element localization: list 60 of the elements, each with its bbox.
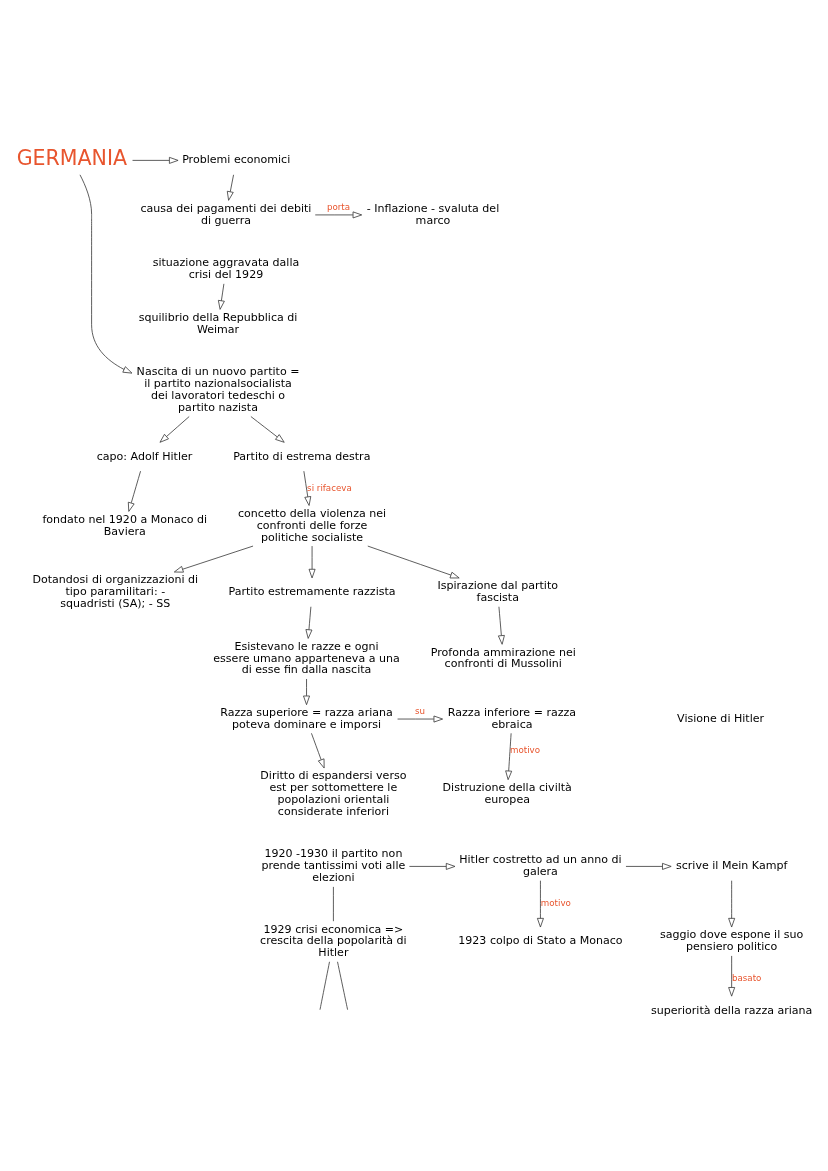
node-text: Partito di estrema destra — [233, 449, 371, 463]
arrow — [308, 545, 316, 579]
node-text: Problemi economici — [182, 153, 291, 167]
arrow — [303, 470, 312, 506]
edge-label: motivo — [540, 898, 571, 909]
edge-label: basato — [731, 973, 762, 984]
arrow — [409, 862, 456, 870]
arrow — [728, 955, 736, 997]
arrow — [217, 283, 225, 310]
arrow — [497, 606, 505, 645]
node-text: fondato nel 1920 a Monaco di Baviera — [42, 512, 208, 538]
arrow — [79, 174, 133, 374]
arrow — [625, 862, 672, 870]
arrow — [314, 211, 363, 219]
connector — [333, 886, 334, 922]
arrow — [367, 545, 460, 579]
label: Visione di Hitler — [677, 711, 765, 725]
arrow — [311, 732, 325, 769]
node-text: 1929 crisi economica => crescita della popolarità di Hitler — [260, 922, 407, 960]
node-text: concetto della violenza nei confronti delle forze politiche socialiste — [238, 506, 387, 544]
node-text: Razza inferiore = razza ebraica — [447, 706, 577, 731]
node-text: Diritto di espandersi verso est per sottomettere le popolazioni orientali considerate inferiori — [260, 769, 407, 818]
node-text: Razza superiore = razza ariana poteva dominare e imporsi — [220, 706, 393, 731]
arrow — [173, 545, 254, 573]
arrow — [505, 732, 513, 781]
node-text: 1923 colpo di Stato a Monaco — [458, 934, 623, 948]
node-text: scrive il Mein Kampf — [675, 859, 788, 873]
node-text: Dotandosi di organizzazioni di tipo paramilitari: - squadristi (SA); - SS — [32, 573, 199, 610]
node-text: superiorità della razza ariana — [650, 1003, 813, 1017]
node-text: GERMANIA — [16, 146, 128, 171]
node-text: Distruzione della civiltà europea — [442, 781, 572, 806]
edge-label: porta — [326, 202, 351, 213]
node-text: situazione aggravata dalla crisi del 1929 — [152, 256, 300, 282]
arrow — [397, 715, 444, 723]
arrow — [226, 174, 234, 201]
connector — [337, 961, 348, 1011]
connector — [319, 961, 330, 1011]
node-text: Partito estremamente razzista — [228, 585, 396, 599]
arrow — [250, 416, 285, 443]
arrow — [537, 880, 544, 928]
node-text: Esistevano le razze e ogni essere umano apparteneva a una di esse fin dalla nascita — [213, 639, 400, 677]
edge-label: si rifaceva — [307, 482, 352, 493]
node-text: squilibrio della Repubblica di Weimar — [138, 310, 298, 336]
arrow — [728, 880, 736, 928]
arrow — [305, 606, 313, 639]
node-text: Hitler costretto ad un anno di galera — [459, 853, 622, 879]
node-text: causa dei pagamenti dei debiti di guerra — [140, 201, 312, 227]
node-text: Nascita di un nuovo partito = il partito nazionalsocialista dei lavoratori tedeschi o partito nazista — [136, 365, 300, 415]
edge-label: motivo — [509, 744, 541, 755]
arrow — [303, 678, 310, 706]
node-text: saggio dove espone il suo pensiero politico — [660, 928, 804, 954]
edge-label: su — [415, 706, 426, 717]
node-text: 1920 -1930 il partito non prende tantissimi voti alle elezioni — [261, 847, 406, 885]
arrow — [159, 416, 190, 443]
node-text: Profonda ammirazione nei confronti di Mussolini — [430, 645, 576, 671]
node-text: capo: Adolf Hitler — [96, 449, 193, 463]
arrow — [132, 156, 179, 164]
arrow — [127, 470, 141, 512]
node-text: - Inflazione - svaluta del marco — [366, 201, 500, 227]
node-text: Ispirazione dal partito fascista — [437, 579, 559, 605]
